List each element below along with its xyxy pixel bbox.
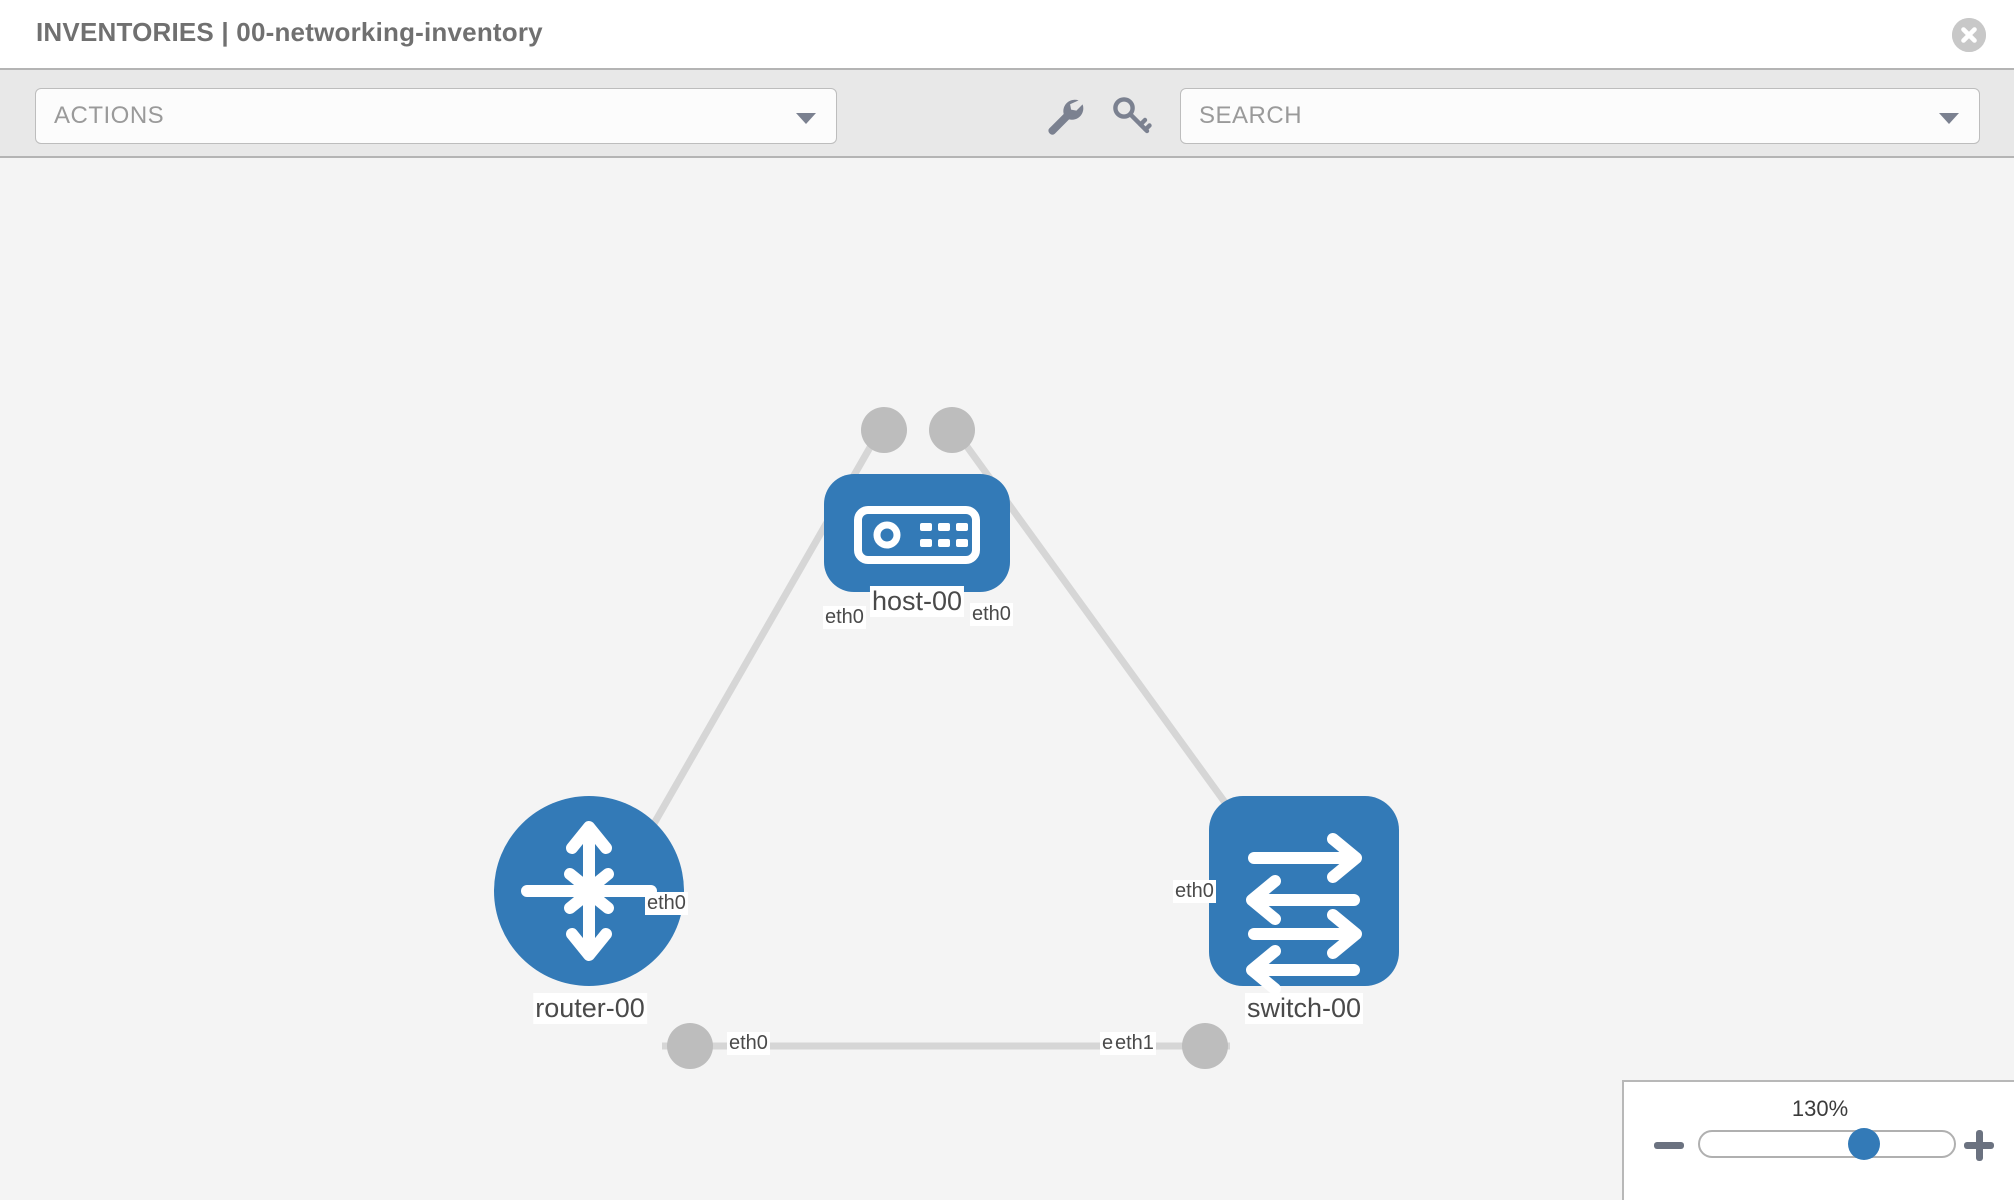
endpoint-switch-left [1182, 1023, 1228, 1069]
topology-graph [494, 407, 1399, 1069]
iface-label-switch-eth0-up: eth0 [1173, 880, 1216, 903]
close-icon[interactable] [1952, 18, 1986, 52]
plus-icon[interactable] [1962, 1128, 1996, 1162]
node-router-00 [494, 796, 684, 986]
actions-dropdown[interactable]: ACTIONS [35, 88, 837, 144]
zoom-slider-thumb[interactable] [1848, 1128, 1880, 1160]
toolbar: ACTIONS SEARCH [0, 68, 2014, 158]
iface-label-router-eth0-up: eth0 [645, 892, 688, 915]
iface-label-switch-eth1-left: eth1 [1113, 1032, 1156, 1055]
wrench-icon[interactable] [1040, 92, 1086, 138]
minus-icon[interactable] [1652, 1128, 1686, 1162]
iface-label-router-eth0-right: eth0 [727, 1032, 770, 1055]
zoom-control-panel: 130% [1622, 1080, 2014, 1200]
endpoint-host-right [929, 407, 975, 453]
node-host-00 [824, 474, 1010, 592]
zoom-level-value: 130% [1791, 1096, 1849, 1121]
iface-label-host-eth0-right: eth0 [970, 603, 1013, 626]
router-arrows-icon [521, 821, 657, 961]
node-switch-00 [1209, 796, 1399, 995]
node-label-switch-00: switch-00 [1244, 993, 1364, 1024]
chevron-down-icon [796, 113, 816, 124]
server-icon [854, 506, 980, 564]
page-title: INVENTORIES | 00-networking-inventory [36, 17, 543, 47]
zoom-slider[interactable] [1698, 1130, 1956, 1158]
actions-dropdown-label: ACTIONS [54, 102, 165, 129]
iface-label-host-eth0-left: eth0 [823, 606, 866, 629]
switch-arrows-icon [1246, 833, 1362, 995]
endpoint-router-right [667, 1023, 713, 1069]
endpoint-host-left [861, 407, 907, 453]
topology-canvas[interactable]: host-00 router-00 switch-00 eth0 eth0 et… [0, 158, 2014, 1200]
search-input[interactable]: SEARCH [1180, 88, 1980, 144]
chevron-down-icon [1939, 113, 1959, 124]
page-header: INVENTORIES | 00-networking-inventory [0, 0, 2014, 68]
node-label-router-00: router-00 [533, 993, 647, 1024]
search-placeholder: SEARCH [1199, 102, 1303, 129]
key-icon[interactable] [1108, 92, 1154, 138]
node-label-host-00: host-00 [869, 586, 965, 617]
